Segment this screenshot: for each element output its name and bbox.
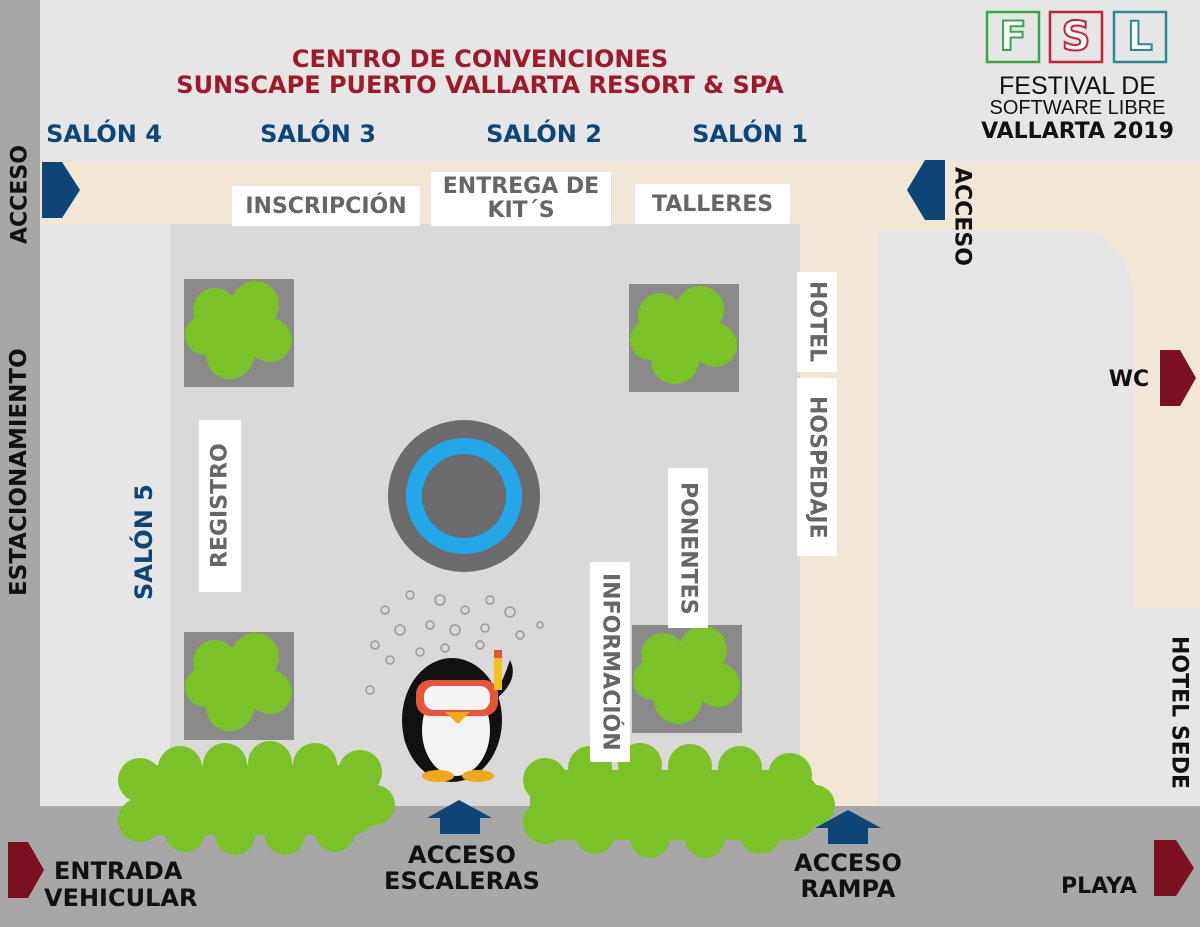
inscripcion-box: INSCRIPCIÓN	[232, 186, 420, 226]
arrow-escaleras-icon	[427, 800, 492, 834]
bush-bottom-right	[633, 626, 740, 724]
hotel-sede-label: HOTEL SEDE	[1166, 635, 1192, 789]
entrega-kits-line1: ENTREGA DE	[442, 174, 600, 199]
hotel-box: HOTEL	[797, 272, 837, 372]
hedge-right	[523, 743, 835, 858]
arrow-rampa-icon	[815, 810, 881, 844]
registro-box: REGISTRO	[199, 420, 241, 592]
entrega-kits-line2: KIT´S	[487, 198, 555, 223]
logo-line3: VALLARTA 2019	[981, 118, 1174, 144]
logo-letter-s: S	[1061, 13, 1092, 61]
entrega-kits-box: ENTREGA DE KIT´S	[431, 172, 611, 226]
escaleras-line2: ESCALERAS	[384, 867, 540, 895]
logo-box-l	[1112, 10, 1168, 64]
salon-4-label: SALÓN 4	[46, 120, 162, 148]
ponentes-box: PONENTES	[668, 468, 708, 628]
arrow-entrada-icon	[8, 842, 44, 898]
logo-box-f	[985, 10, 1041, 64]
bush-bottom-left	[185, 633, 292, 731]
talleres-box: TALLERES	[635, 184, 790, 224]
page-title-line1: CENTRO DE CONVENCIONES	[291, 45, 669, 73]
acceso-escaleras-label: ACCESO ESCALERAS	[372, 842, 552, 902]
playa-label: PLAYA	[1061, 873, 1137, 899]
hedge-left	[118, 741, 395, 855]
salon-1-label: SALÓN 1	[692, 120, 808, 148]
estacionamiento-label: ESTACIONAMIENTO	[6, 348, 32, 596]
entrada-line2: VEHICULAR	[44, 884, 198, 912]
rampa-line1: ACCESO	[794, 849, 902, 877]
logo-letter-l: L	[1126, 13, 1154, 61]
logo-letter-f: F	[998, 13, 1027, 61]
logo-line1: FESTIVAL DE	[999, 71, 1156, 100]
arrow-playa-icon	[1154, 840, 1194, 896]
hospedaje-box: HOSPEDAJE	[797, 378, 837, 556]
wc-label: WC	[1108, 366, 1150, 392]
salon-5-label: SALÓN 5	[130, 484, 158, 601]
acceso-right-label: ACCESO	[949, 166, 975, 266]
page-title-line2: SUNSCAPE PUERTO VALLARTA RESORT & SPA	[176, 71, 784, 99]
bush-top-right	[630, 286, 737, 384]
right-walkway	[878, 162, 1200, 608]
arrow-acceso-left-icon	[42, 162, 80, 218]
escaleras-line1: ACCESO	[408, 841, 516, 869]
salon-3-label: SALÓN 3	[260, 120, 376, 148]
informacion-box: INFORMACIÓN	[590, 562, 630, 762]
rampa-line2: RAMPA	[800, 875, 896, 903]
acceso-rampa-label: ACCESO RAMPA	[778, 850, 918, 910]
logo-box-s	[1048, 10, 1104, 64]
bush-top-left	[185, 281, 292, 379]
entrada-line1: ENTRADA	[54, 857, 183, 885]
penguin-mascot-icon	[365, 590, 544, 782]
arrow-acceso-right-icon	[907, 160, 945, 220]
entrada-vehicular-label: ENTRADA VEHICULAR	[44, 858, 214, 918]
acceso-left-label: ACCESO	[7, 145, 33, 245]
arrow-wc-icon	[1160, 350, 1196, 406]
salon-2-label: SALÓN 2	[486, 120, 602, 148]
fountain-center	[422, 454, 506, 538]
logo-line2: SOFTWARE LIBRE	[989, 96, 1166, 119]
